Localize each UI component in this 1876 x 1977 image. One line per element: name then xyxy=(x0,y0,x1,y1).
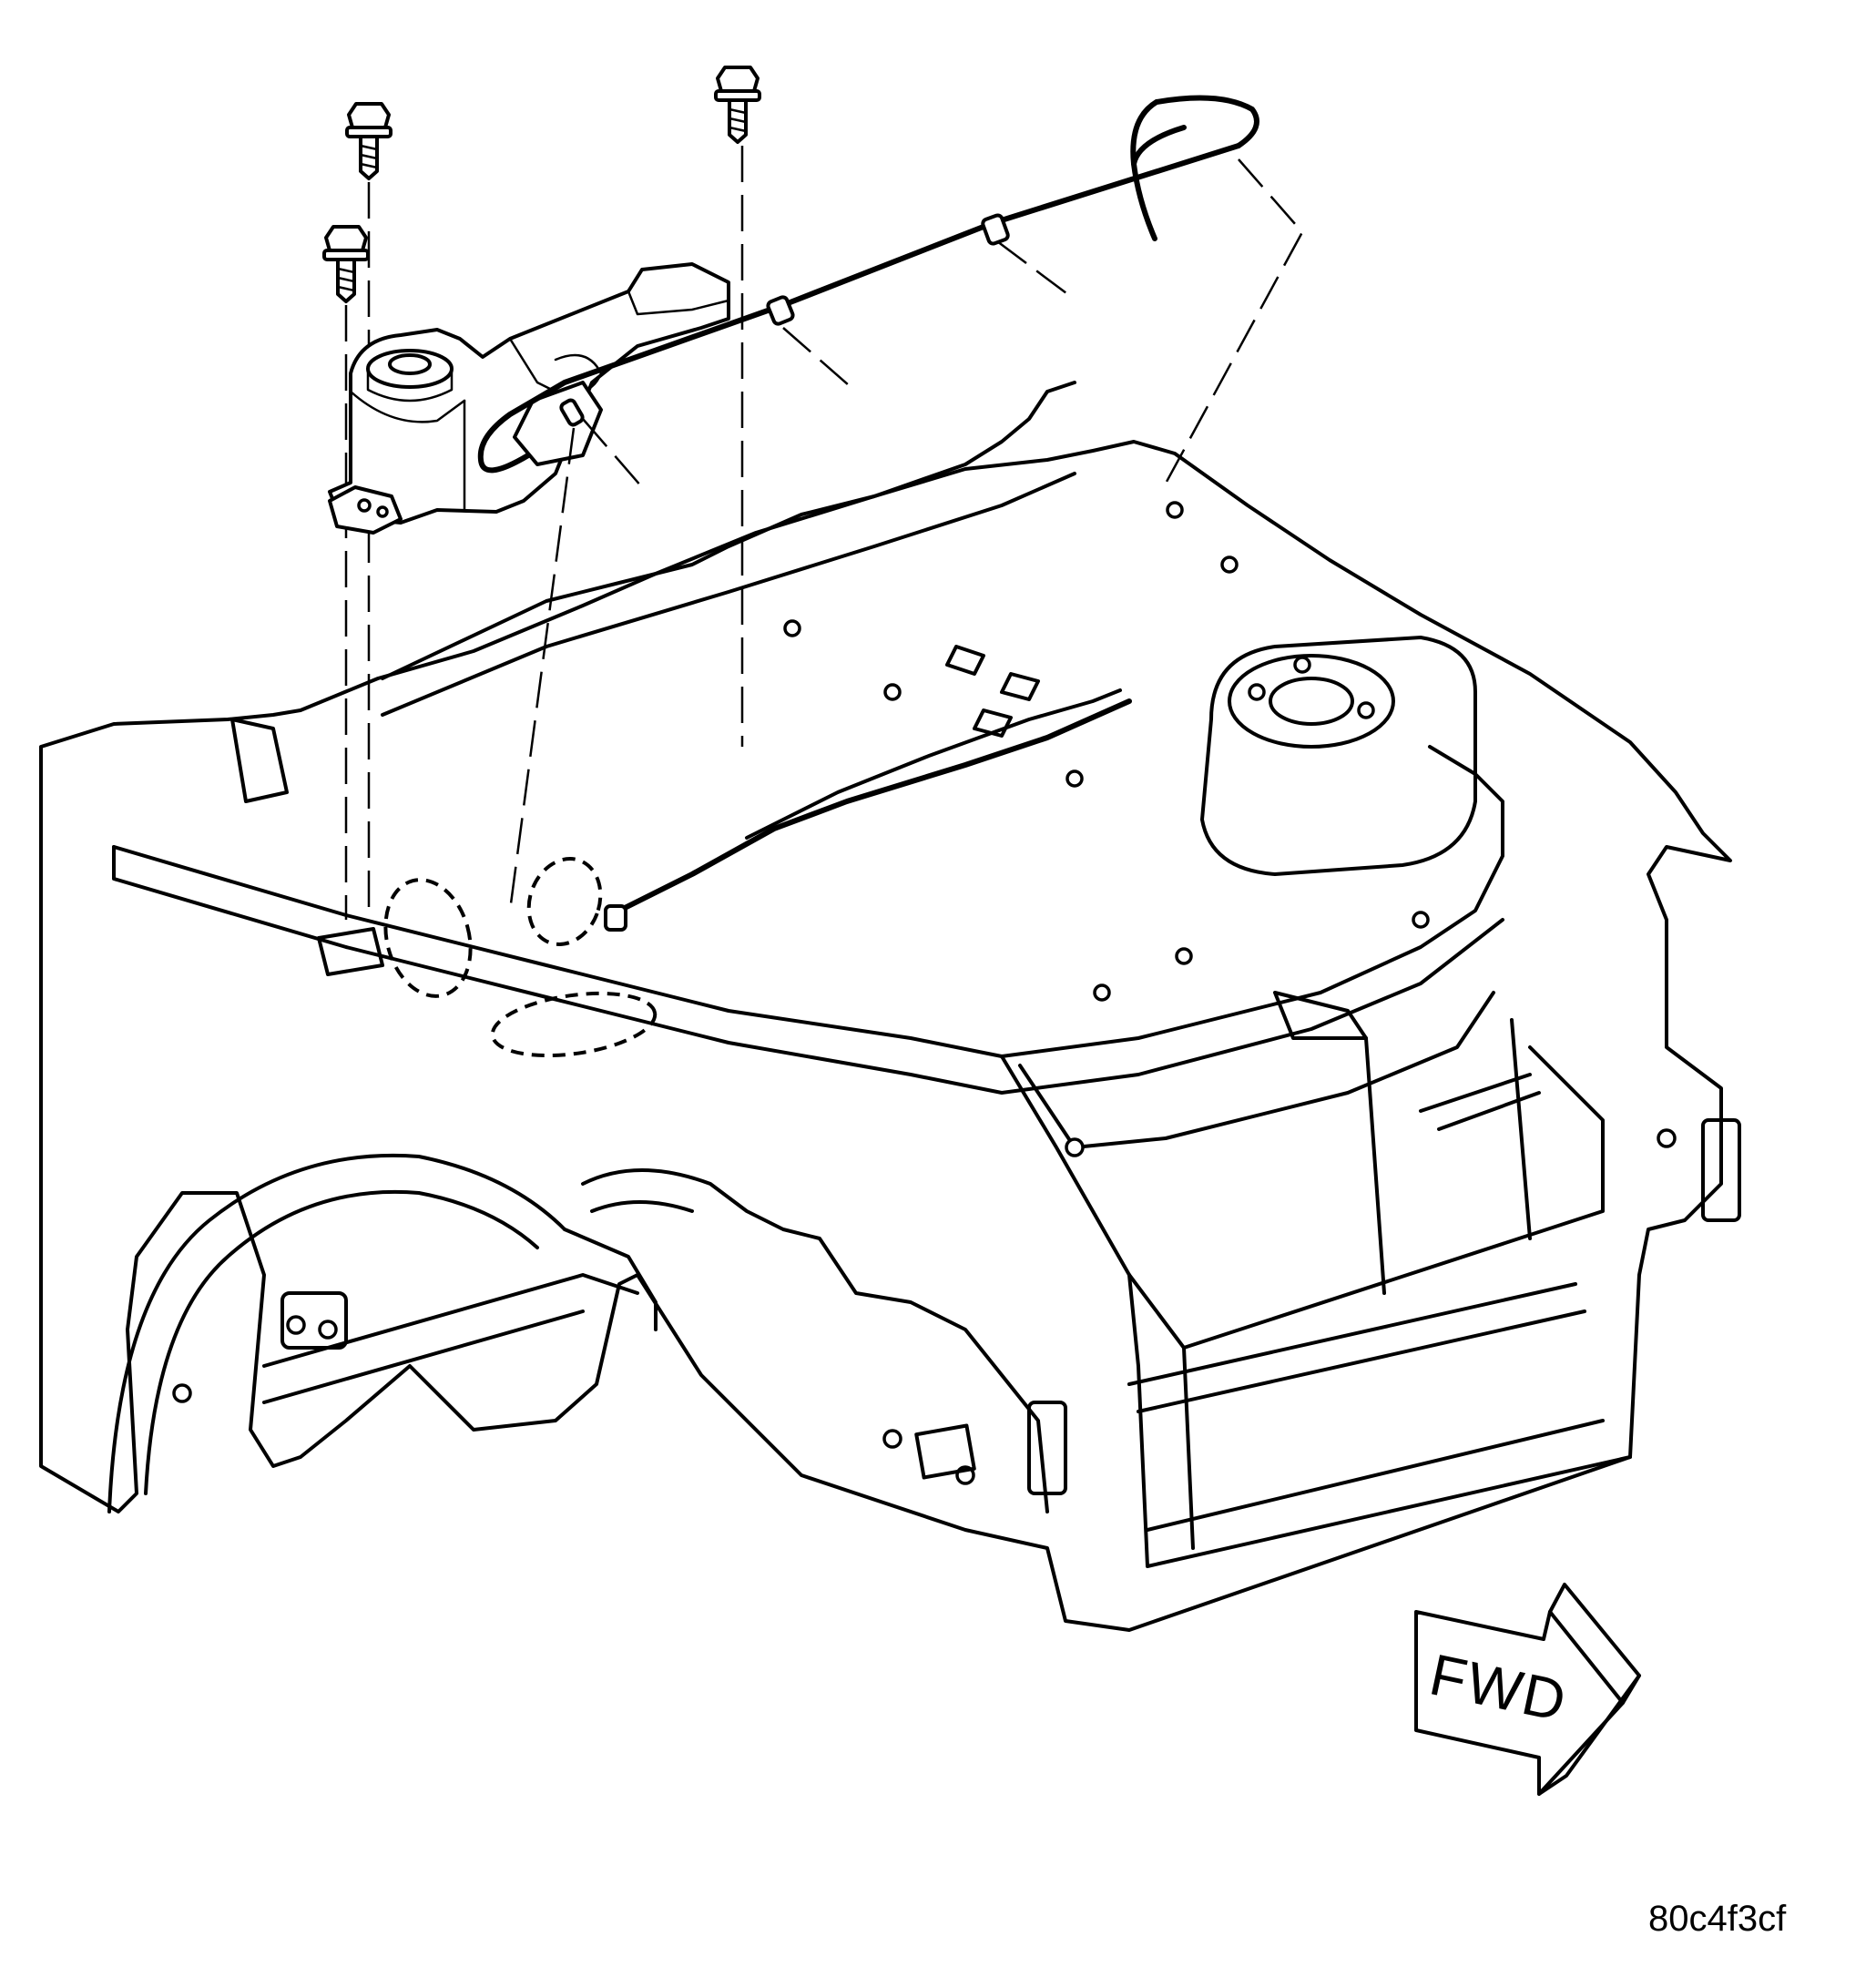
figure-id: 80c4f3cf xyxy=(1648,1899,1787,1939)
forward-arrow-icon: FWD xyxy=(1414,1583,1641,1796)
washer-reservoir xyxy=(328,262,730,535)
bolt-icon xyxy=(322,225,370,303)
hose-leader-lines xyxy=(508,158,1304,912)
washer-hose xyxy=(477,95,1259,474)
front-end-body-structure xyxy=(39,381,1741,1632)
hidden-attachment-callouts xyxy=(383,857,658,1058)
bolt-alignment-lines xyxy=(344,146,744,920)
bolt-icon xyxy=(345,102,393,180)
bolt-icon xyxy=(714,66,761,144)
